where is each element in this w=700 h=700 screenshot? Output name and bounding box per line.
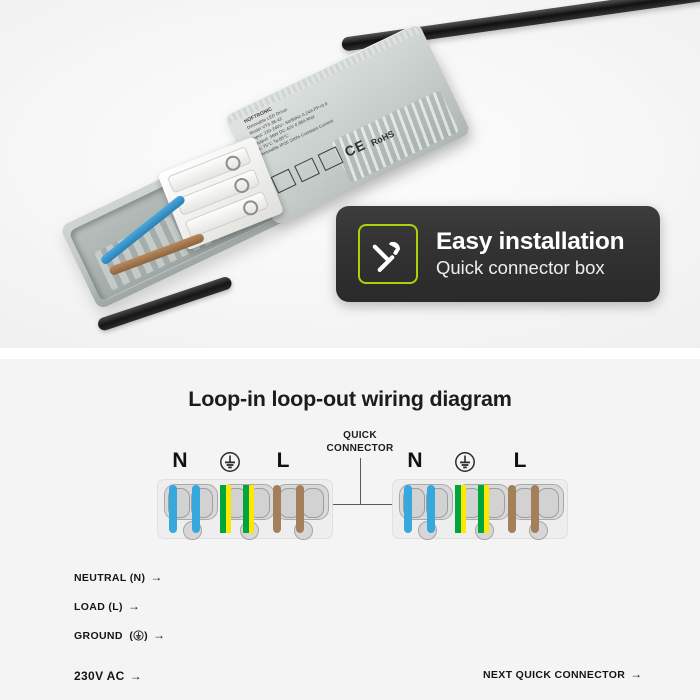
badge-subtitle: Quick connector box bbox=[436, 257, 605, 279]
legend-load: LOAD (L) → bbox=[74, 599, 140, 613]
terminal-slot[interactable] bbox=[537, 487, 559, 518]
next-connector-label: NEXT QUICK CONNECTOR → bbox=[483, 667, 643, 681]
stub-neutral-right-a bbox=[404, 485, 412, 533]
stub-load-right-a bbox=[508, 485, 516, 533]
legend-neutral-text: NEUTRAL (N) bbox=[74, 572, 146, 584]
supply-voltage-text: 230V AC bbox=[74, 669, 125, 683]
terminal-slot[interactable] bbox=[302, 487, 324, 518]
terminal-label-left-n: N bbox=[172, 449, 188, 472]
legend-ground-symbol-wrap: () bbox=[126, 630, 149, 642]
stub-load-left-b bbox=[296, 485, 304, 533]
ground-yellow-strand bbox=[484, 485, 489, 533]
supply-voltage-label: 230V AC → bbox=[74, 669, 142, 683]
badge-title: Easy installation bbox=[436, 228, 625, 256]
stub-neutral-left-a bbox=[169, 485, 177, 533]
panel-divider bbox=[0, 348, 700, 359]
ground-green-strand bbox=[220, 485, 226, 533]
stub-load-left-a bbox=[273, 485, 281, 533]
callout-line-1: QUICK bbox=[343, 430, 377, 441]
terminal-label-left-earth-icon bbox=[219, 451, 241, 473]
callout-line-2: CONNECTOR bbox=[326, 442, 394, 454]
stub-neutral-left-b bbox=[192, 485, 200, 533]
terminal-label-right-l: L bbox=[513, 449, 527, 472]
callout-stem bbox=[359, 458, 362, 504]
legend-neutral: NEUTRAL (N) → bbox=[74, 570, 163, 584]
supply-voltage-arrow: → bbox=[129, 669, 143, 683]
next-connector-arrow: → bbox=[630, 667, 643, 681]
ground-yellow-strand bbox=[226, 485, 231, 533]
ground-green-strand bbox=[243, 485, 249, 533]
terminal-label-right-earth-icon bbox=[454, 451, 476, 473]
stub-ground-left-b bbox=[243, 485, 254, 533]
stub-ground-right-b bbox=[478, 485, 489, 533]
next-connector-text: NEXT QUICK CONNECTOR bbox=[483, 669, 626, 681]
earth-symbol-icon bbox=[133, 630, 144, 641]
legend-load-arrow: → bbox=[127, 599, 141, 613]
diagram-title: Loop-in loop-out wiring diagram bbox=[188, 387, 512, 411]
legend-neutral-arrow: → bbox=[150, 570, 163, 584]
badge-text-group: Easy installation Quick connector box bbox=[436, 228, 625, 279]
callout-bar bbox=[182, 503, 538, 506]
stub-ground-right-a bbox=[455, 485, 466, 533]
stub-neutral-right-b bbox=[427, 485, 435, 533]
stub-load-right-b bbox=[531, 485, 539, 533]
terminal-label-left-l: L bbox=[276, 449, 290, 472]
ground-yellow-strand bbox=[249, 485, 254, 533]
quick-connector-callout: QUICK CONNECTOR bbox=[300, 430, 420, 455]
terminal-label-right-n: N bbox=[407, 449, 423, 472]
legend-ground: GROUND () → bbox=[74, 628, 165, 642]
ground-green-strand bbox=[455, 485, 461, 533]
legend-ground-text: GROUND bbox=[74, 630, 123, 642]
wiring-diagram-panel: Loop-in loop-out wiring diagram QUICK CO… bbox=[0, 359, 700, 700]
easy-installation-badge: Easy installation Quick connector box bbox=[336, 206, 660, 302]
ground-green-strand bbox=[478, 485, 484, 533]
product-photo-panel: HOFTRONIC Dimmable LED Driver Model VT3-… bbox=[0, 0, 700, 348]
ground-yellow-strand bbox=[461, 485, 466, 533]
stub-ground-left-a bbox=[220, 485, 231, 533]
tools-hammer-wrench-icon bbox=[358, 224, 418, 284]
legend-load-text: LOAD (L) bbox=[74, 601, 123, 613]
legend-ground-arrow: → bbox=[153, 628, 166, 642]
